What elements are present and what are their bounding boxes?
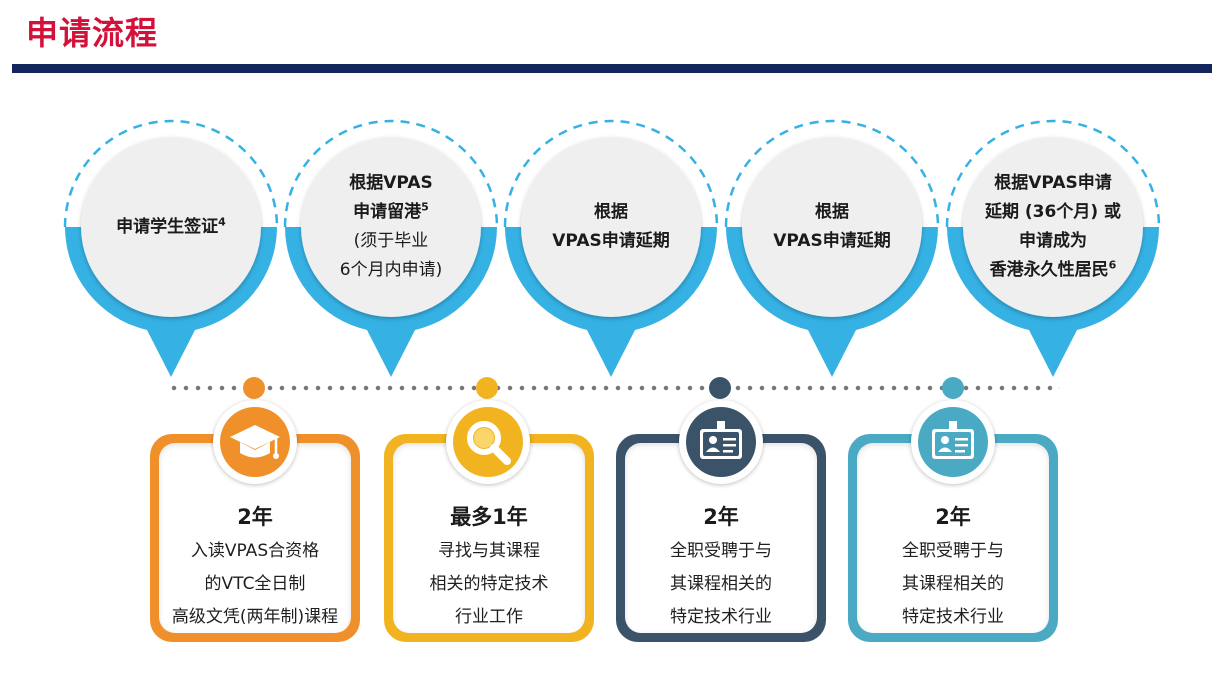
- bubble-5-line-3: 申请成为: [1019, 231, 1087, 251]
- stage-2-desc-line-3: 行业工作: [455, 607, 523, 627]
- speech-bubble-4: [724, 119, 940, 377]
- stage-1-desc-line-1: 入读VPAS合资格: [190, 541, 320, 561]
- bubble-3-text: 根据 VPAS申请延期: [531, 165, 691, 289]
- stage-4-icon-badge: [911, 400, 995, 484]
- stage-4-duration: 2年: [935, 505, 971, 529]
- bubble-4-line-1: 根据: [815, 202, 849, 222]
- bubble-2-line-3: (须于毕业: [353, 231, 429, 251]
- id-badge-icon: [918, 407, 988, 477]
- bubble-1-footnote: 4: [218, 214, 226, 228]
- stage-4-desc-line-1: 全职受聘于与: [902, 541, 1004, 561]
- bubble-2-line-2: 申请留港: [353, 202, 422, 222]
- stage-1-icon-badge: [213, 400, 297, 484]
- speech-bubble-1: [63, 119, 279, 377]
- bubble-5-footnote: 6: [1108, 258, 1117, 272]
- stage-3-desc-line-3: 特定技术行业: [670, 607, 772, 627]
- timeline-marker-3: [709, 377, 731, 399]
- timeline-marker-1: [243, 377, 265, 399]
- bubble-2-line-1: 根据VPAS: [349, 173, 433, 193]
- bubble-5-line-4: 香港永久性居民: [989, 260, 1109, 280]
- stage-3-desc-line-1: 全职受聘于与: [670, 541, 772, 561]
- stage-1-desc-line-2: 的VTC全日制: [204, 574, 306, 594]
- speech-bubble-5: [945, 119, 1161, 377]
- timeline-dotted-line: [168, 385, 1060, 391]
- speech-bubble-2: [283, 119, 499, 377]
- page-title: 申请流程: [26, 14, 159, 52]
- stage-4-desc-line-2: 其课程相关的: [902, 574, 1004, 594]
- stage-2-desc-line-2: 相关的特定技术: [429, 574, 549, 594]
- stage-1-duration: 2年: [237, 505, 273, 529]
- stage-2-icon-badge: [446, 400, 530, 484]
- graduation-cap-icon: [220, 407, 290, 477]
- stage-1-desc-line-3: 高级文凭(两年制)课程: [171, 607, 339, 627]
- bubble-1-line-1: 申请学生签证: [116, 216, 219, 237]
- id-badge-icon: [686, 407, 756, 477]
- timeline-marker-4: [942, 377, 964, 399]
- stage-card-2: 最多1年 寻找与其课程 相关的特定技术 行业工作: [384, 434, 594, 642]
- bubble-2-text: 根据VPAS 申请留港5 (须于毕业 6个月内申请): [311, 165, 471, 289]
- bubble-2-footnote: 5: [421, 200, 429, 214]
- stage-3-duration: 2年: [703, 505, 739, 529]
- magnifier-icon: [453, 407, 523, 477]
- speech-bubble-3: [503, 119, 719, 377]
- stage-2-duration: 最多1年: [450, 505, 528, 529]
- bubble-2-line-4: 6个月内申请): [339, 260, 443, 280]
- stage-3-icon-badge: [679, 400, 763, 484]
- bubble-1-text: 申请学生签证4: [91, 165, 251, 289]
- stage-4-desc-line-3: 特定技术行业: [902, 607, 1004, 627]
- bubble-3-line-1: 根据: [594, 202, 628, 222]
- bubble-3-line-2: VPAS申请延期: [552, 231, 670, 251]
- title-divider: [12, 64, 1212, 73]
- timeline-marker-2: [476, 377, 498, 399]
- bubble-5-line-2: 延期 (36个月) 或: [984, 202, 1122, 222]
- bubble-4-line-2: VPAS申请延期: [773, 231, 891, 251]
- stage-3-desc-line-2: 其课程相关的: [670, 574, 772, 594]
- stage-2-desc-line-1: 寻找与其课程: [438, 541, 540, 561]
- bubble-5-text: 根据VPAS申请 延期 (36个月) 或 申请成为 香港永久性居民6: [973, 165, 1133, 289]
- bubble-4-text: 根据 VPAS申请延期: [752, 165, 912, 289]
- bubble-5-line-1: 根据VPAS申请: [994, 173, 1112, 193]
